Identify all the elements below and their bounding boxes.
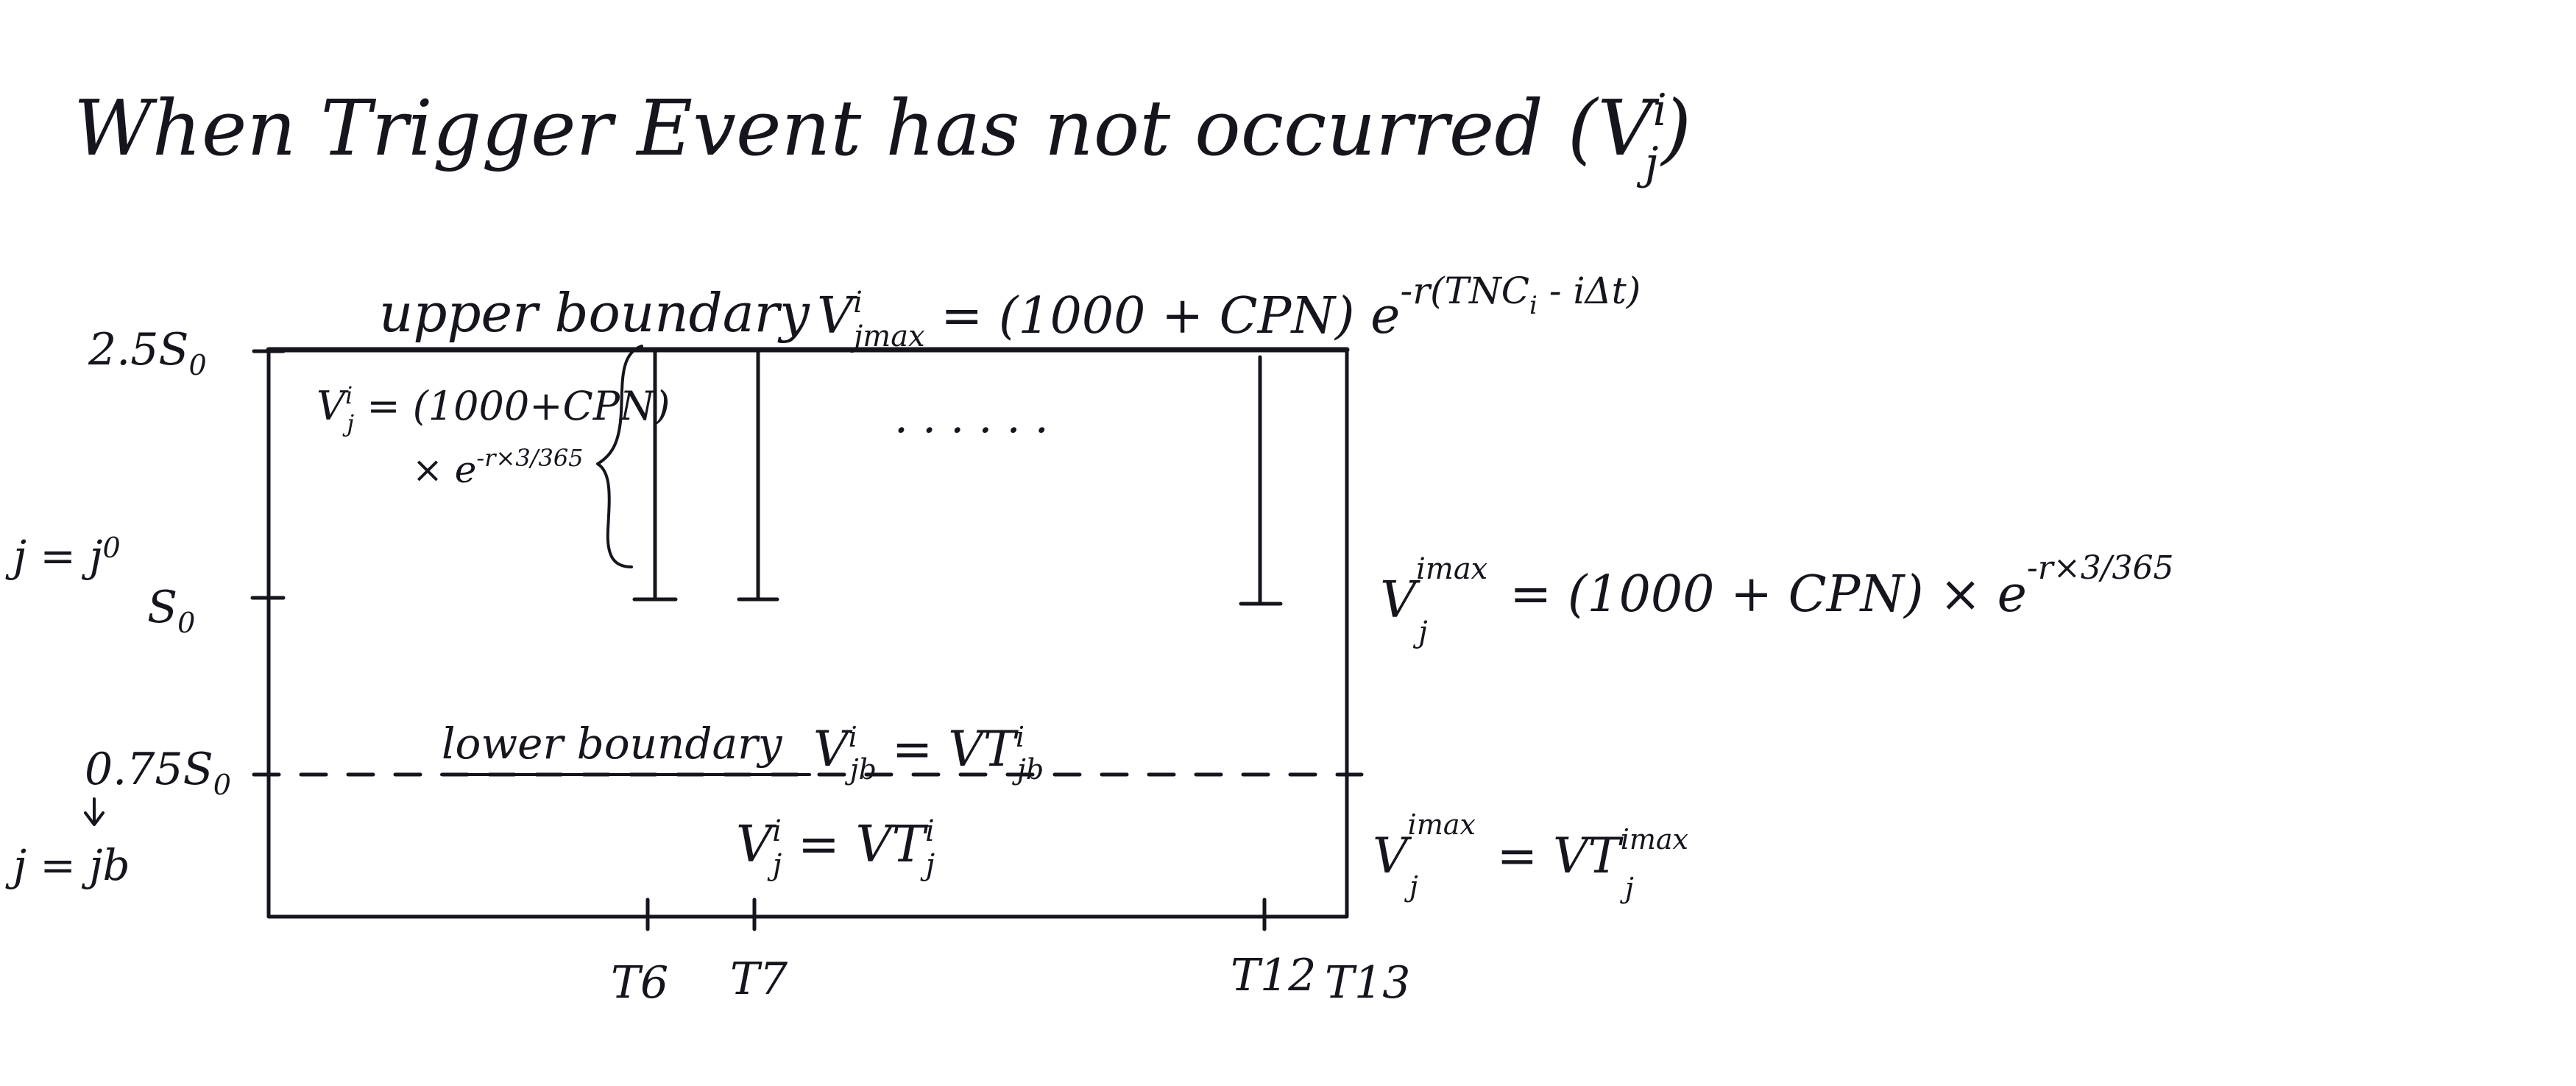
y-label-top: 2.5S0 xyxy=(88,324,207,381)
y-label-low: 0.75S0 xyxy=(85,744,231,801)
curly-brace xyxy=(596,345,643,568)
dots: · · · · · · xyxy=(894,405,1049,456)
x-label-t13: T13 xyxy=(1325,957,1410,1009)
barrier-t6 xyxy=(632,350,678,602)
x-label-t7: T7 xyxy=(730,953,788,1005)
inner-formula-line2: × e-r×3/365 xyxy=(412,444,584,491)
x-label-t6: T6 xyxy=(611,957,668,1009)
title-text: When Trigger Event has not occurred (V xyxy=(74,83,1659,173)
barrier-t7 xyxy=(737,350,779,602)
barrier-t12 xyxy=(1239,355,1283,606)
down-arrow xyxy=(84,797,105,826)
y-label-j0: j = j0 xyxy=(5,531,121,581)
title-sup: i xyxy=(1653,85,1667,136)
y-label-jb: j = jb xyxy=(5,840,130,890)
lower-boundary-label: lower boundary xyxy=(442,719,783,769)
title-close: ) xyxy=(1660,83,1691,173)
x-label-t12: T12 xyxy=(1231,950,1316,1001)
y-label-s0: S0 xyxy=(147,582,195,639)
upper-boundary-label: upper boundary xyxy=(379,282,810,344)
